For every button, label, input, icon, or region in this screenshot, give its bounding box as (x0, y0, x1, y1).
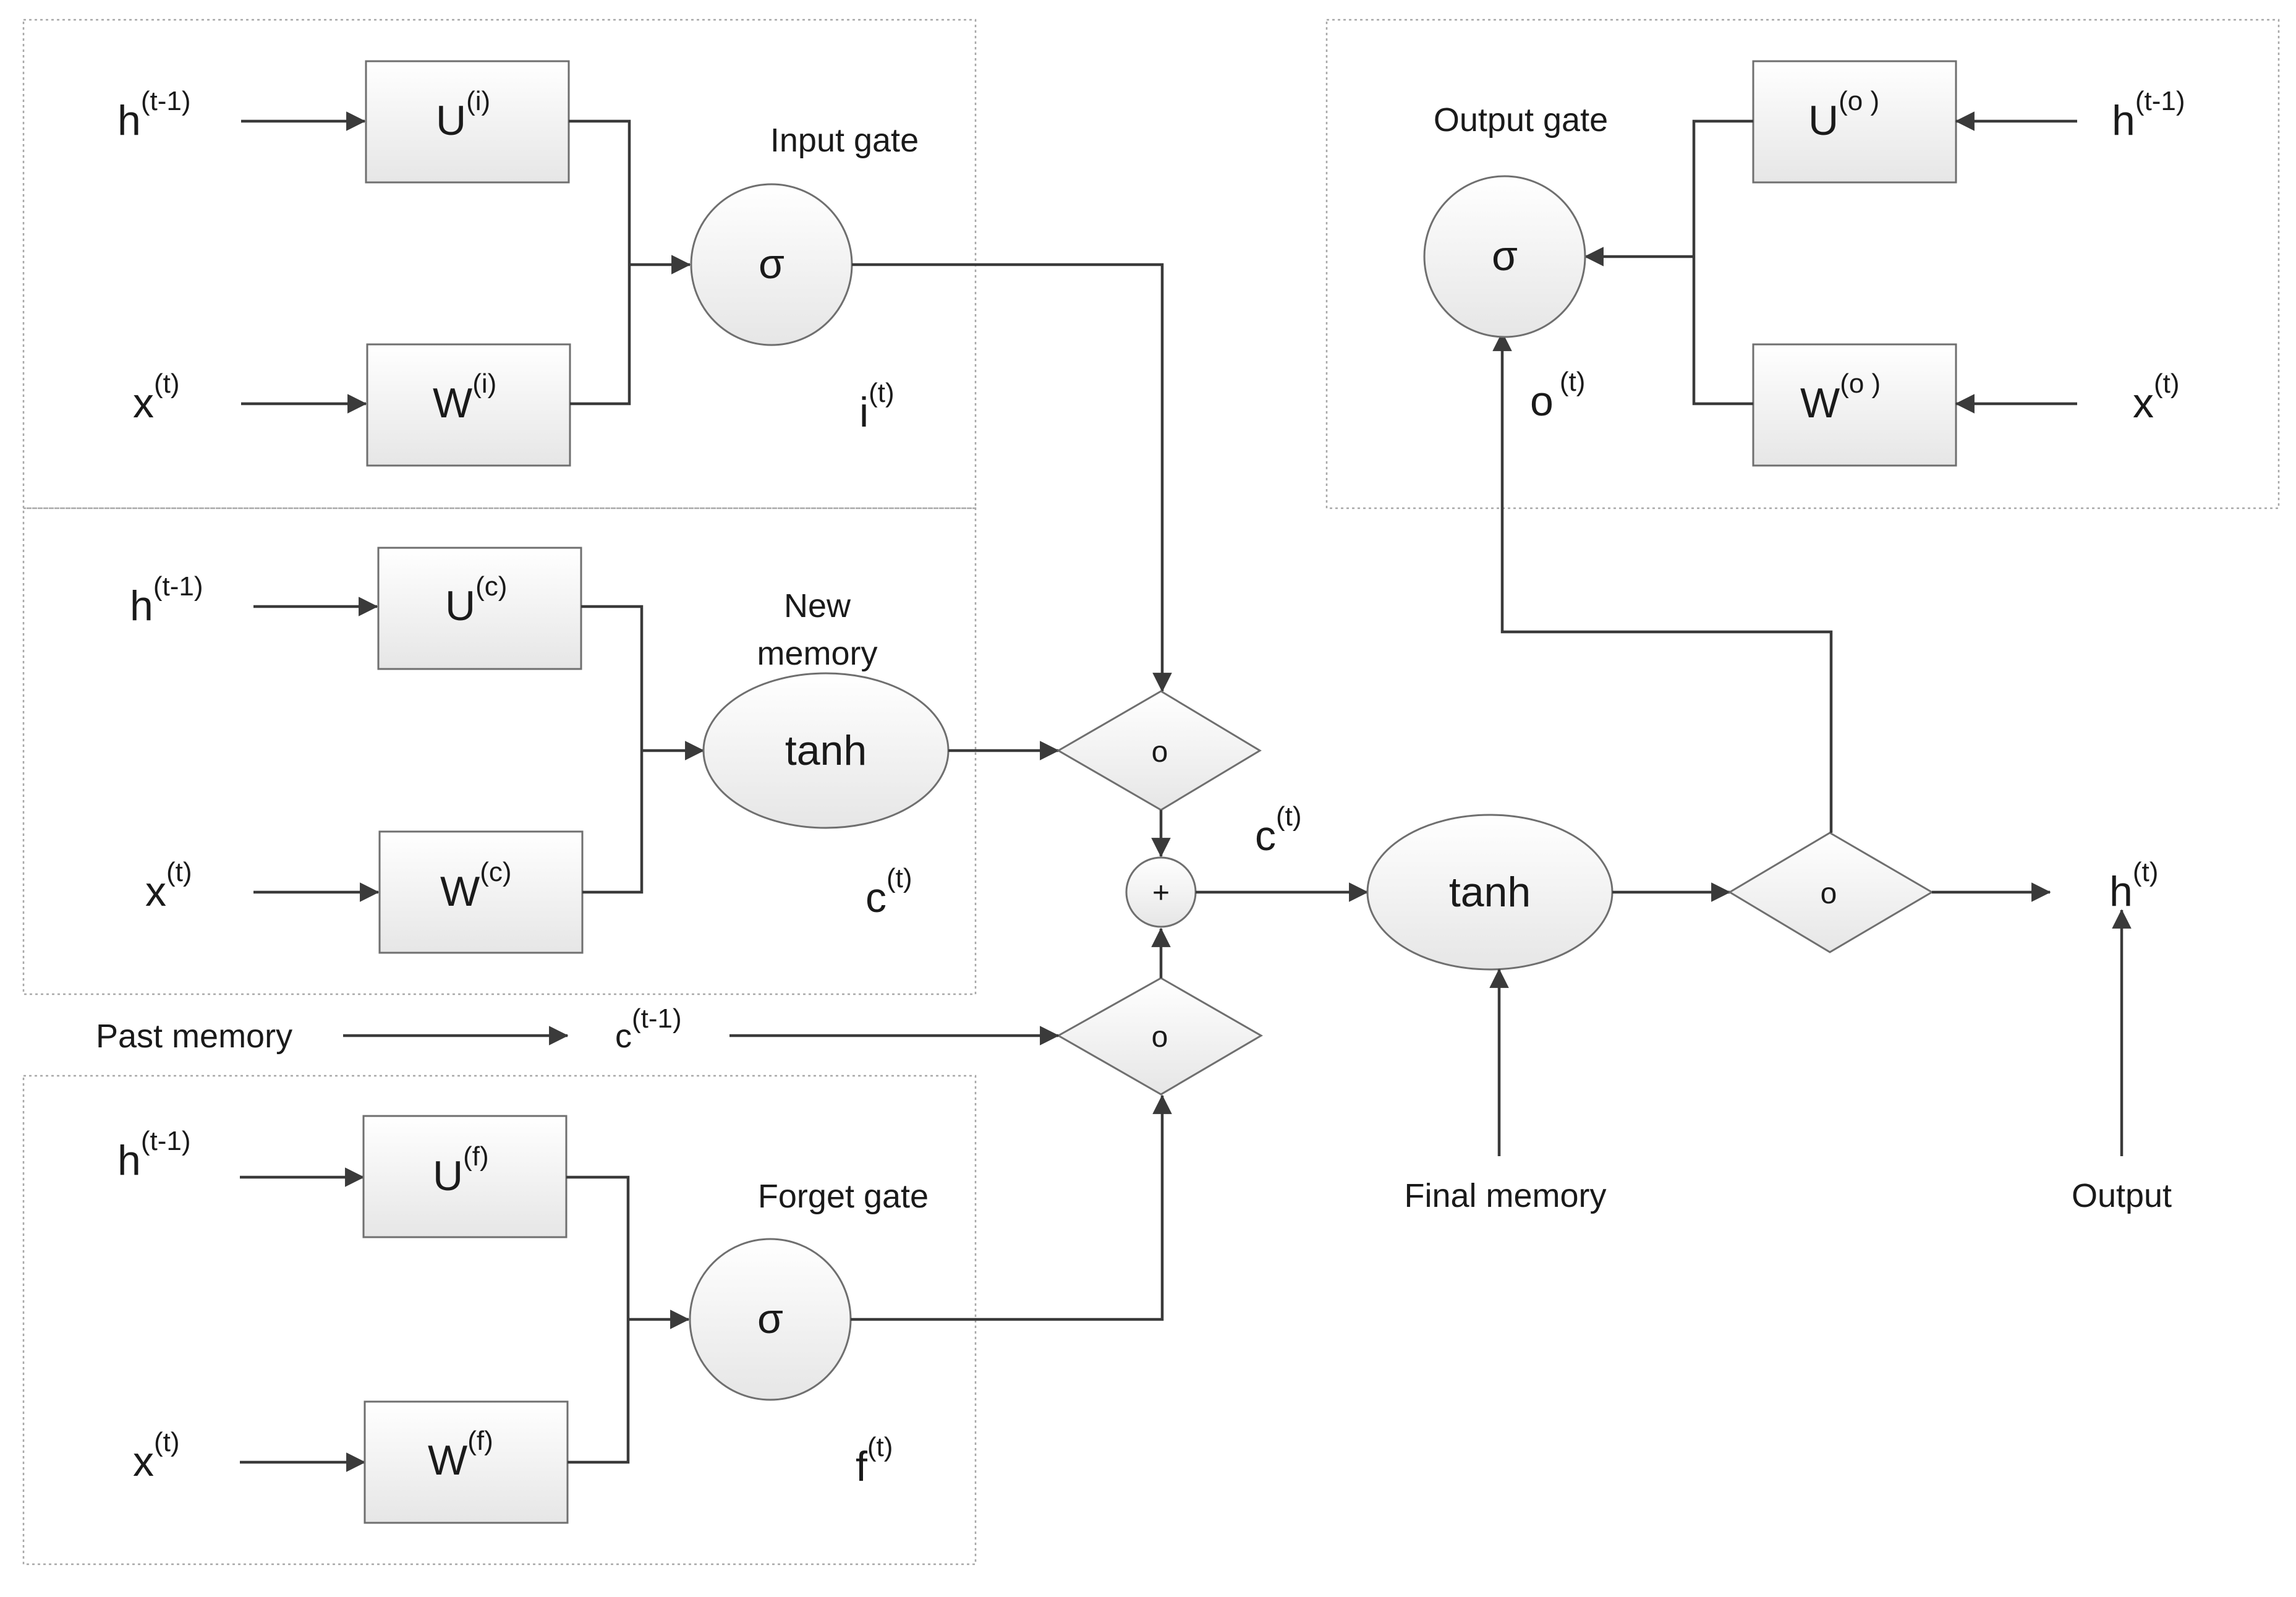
output-gate-output-label: o(t) (1530, 367, 1585, 425)
output-gate-u-label: U(o ) (1808, 86, 1879, 144)
input-gate-h-input: h(t-1) (117, 86, 190, 144)
input-gate-u-label: U(i) (436, 86, 490, 144)
output-gate-region (1325, 19, 2280, 509)
past-memory-value: c(t-1) (615, 1003, 682, 1055)
forget-gate-to-mult-arrow (851, 1094, 1172, 1321)
output-label: Output (2072, 1177, 2172, 1214)
forget-gate: h(t-1) x(t) U(f) W(f) σ Forget gate f(t) (117, 1094, 1172, 1524)
output-gate: U(o ) W(o ) h(t-1) x(t) σ Output gate o(… (1423, 60, 2185, 467)
final-memory-label: Final memory (1404, 1177, 1606, 1214)
forget-gate-sigma-label: σ (757, 1295, 783, 1342)
new-memory-output-label: c(t) (865, 863, 912, 921)
mult-node-bottom (1056, 977, 1263, 1096)
output-gate-title: Output gate (1434, 101, 1608, 138)
forget-gate-h-input: h(t-1) (117, 1126, 190, 1184)
new-memory-merge-line (581, 605, 644, 894)
forget-gate-w-box (364, 1400, 569, 1524)
output-gate-sigma-label: σ (1492, 232, 1518, 279)
new-memory-h-input: h(t-1) (130, 571, 203, 629)
new-memory-u-box (377, 547, 582, 670)
output-gate-merge-line (1692, 119, 1753, 406)
output-h-label: h(t) (2109, 857, 2158, 915)
input-gate-x-input: x(t) (133, 368, 180, 427)
output-gate-w-box (1752, 343, 1957, 467)
output-gate-sigma-node (1423, 175, 1586, 338)
new-memory-u-label: U(c) (445, 571, 507, 629)
new-memory-title-line2: memory (757, 635, 877, 672)
new-memory-title-line1: New (784, 587, 851, 624)
input-gate-w-box (366, 343, 571, 467)
input-gate-merge-line (569, 119, 631, 406)
new-memory-x-input: x(t) (145, 857, 192, 915)
cell-state-ops: o + o c(t) (1056, 690, 1369, 1096)
input-gate-to-mult-arrow (852, 263, 1172, 692)
input-gate: h(t-1) x(t) U(i) W(i) σ Input gate i(t) (117, 60, 1172, 692)
output-gate-x-input: x(t) (2133, 368, 2180, 427)
forget-gate-output-label: f(t) (856, 1432, 893, 1490)
final-memory: tanh Final memory (1366, 814, 1731, 1214)
output-gate-u-box (1752, 60, 1957, 184)
new-memory-w-box (378, 830, 584, 954)
input-gate-sigma-label: σ (759, 241, 784, 287)
forget-gate-u-box (362, 1115, 568, 1238)
mult-node-output (1728, 832, 1934, 953)
new-memory-w-label: W(c) (440, 857, 512, 915)
input-gate-w-label: W(i) (433, 368, 496, 427)
forget-gate-x-input: x(t) (133, 1427, 180, 1485)
output-gate-w-label: W(o ) (1800, 368, 1881, 427)
input-gate-output-label: i(t) (859, 378, 895, 436)
mult-node-bottom-label: o (1152, 1021, 1168, 1054)
output-section: o h(t) Output (1492, 331, 2172, 1214)
output-gate-h-input: h(t-1) (2112, 86, 2185, 144)
input-gate-title: Input gate (770, 122, 919, 159)
plus-node-label: + (1152, 877, 1170, 909)
past-memory-label: Past memory (96, 1018, 292, 1055)
final-memory-tanh-label: tanh (1449, 869, 1531, 916)
mult-node-output-label: o (1821, 877, 1837, 910)
forget-gate-merge-line (566, 1175, 630, 1464)
cell-state-label: c(t) (1255, 801, 1302, 859)
new-memory-tanh-label: tanh (785, 727, 867, 774)
forget-gate-title: Forget gate (758, 1178, 929, 1215)
past-memory: Past memory c(t-1) (96, 1003, 1060, 1055)
forget-gate-w-label: W(f) (428, 1426, 493, 1484)
new-memory: h(t-1) x(t) U(c) W(c) tanh New memory c(… (130, 547, 1060, 954)
mult-node-top-label: o (1152, 736, 1168, 769)
forget-gate-u-label: U(f) (433, 1141, 489, 1199)
new-memory-region (22, 507, 977, 995)
output-feedback-line (1492, 331, 1833, 833)
input-gate-u-box (365, 60, 570, 184)
